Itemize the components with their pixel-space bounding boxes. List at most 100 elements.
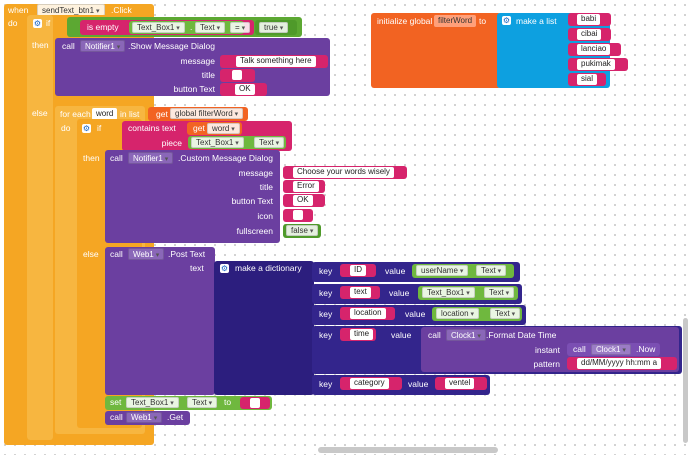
- do-keyword-2: do: [61, 123, 71, 133]
- value-component-dropdown[interactable]: Text_Box1: [422, 287, 475, 298]
- get-web-dropdown[interactable]: Web1: [126, 412, 163, 423]
- true-dropdown[interactable]: true: [259, 22, 289, 33]
- else-keyword-2: else: [83, 249, 99, 259]
- horizontal-scrollbar[interactable]: [318, 447, 498, 453]
- value-component-dropdown[interactable]: location: [436, 308, 480, 319]
- key-text-field[interactable]: ID: [350, 264, 366, 276]
- pair-value-label: value: [385, 266, 406, 276]
- for-each-keyword: for each: [60, 109, 91, 119]
- notifier-component-dropdown[interactable]: Notifier1: [80, 40, 126, 52]
- set-component-dropdown[interactable]: Text_Box1: [126, 397, 179, 408]
- title-text-field[interactable]: [232, 70, 242, 80]
- piece-property-dropdown[interactable]: Text: [254, 137, 285, 148]
- make-dictionary-block[interactable]: [214, 261, 314, 395]
- custom-button-field[interactable]: OK: [293, 194, 313, 206]
- list-item-field[interactable]: sial: [577, 73, 598, 85]
- custom-title-field[interactable]: Error: [293, 180, 319, 192]
- custom-notifier-dropdown[interactable]: Notifier1: [128, 152, 174, 164]
- call-keyword-2: call: [110, 153, 123, 163]
- is-empty-label: is empty: [87, 22, 119, 32]
- global-to-keyword: to: [479, 16, 487, 26]
- equals-operator-dropdown[interactable]: =: [230, 22, 251, 33]
- pair-key-label: key: [319, 288, 333, 298]
- list-item-field[interactable]: cibai: [577, 28, 602, 40]
- fullscreen-label: fullscreen: [236, 226, 273, 236]
- list-item-field[interactable]: babi: [577, 13, 601, 25]
- in-list-keyword: in list: [120, 109, 140, 119]
- button-text-param-label: button Text: [173, 84, 215, 94]
- custom-icon-label: icon: [257, 211, 273, 221]
- vertical-scrollbar[interactable]: [683, 318, 688, 443]
- pair-value-label: value: [408, 379, 429, 389]
- pair-value-label: value: [405, 309, 426, 319]
- mutator-gear-icon[interactable]: ⚙: [33, 19, 42, 28]
- call-keyword: call: [62, 41, 75, 51]
- title-param-label: title: [201, 70, 215, 80]
- value-property-dropdown[interactable]: Text: [484, 287, 515, 298]
- get-keyword-2: get: [193, 123, 205, 133]
- custom-message-dialog-block[interactable]: [105, 150, 280, 243]
- button-text-field[interactable]: OK: [235, 83, 255, 95]
- set-value-field[interactable]: [250, 398, 260, 408]
- now-method-name: .Now: [636, 344, 656, 354]
- key-text-field[interactable]: text: [350, 286, 371, 298]
- web-component-dropdown[interactable]: Web1: [128, 248, 165, 260]
- clock-component-dropdown[interactable]: Clock1: [446, 329, 486, 341]
- clock-call-keyword: call: [428, 330, 441, 340]
- value-component-dropdown[interactable]: userName: [416, 265, 469, 276]
- method-name: .Show Message Dialog: [128, 41, 215, 51]
- pattern-text-field[interactable]: dd/MM/yyyy hh:mm a: [577, 357, 662, 369]
- key-text-field[interactable]: location: [350, 307, 386, 319]
- dictionary-gear-icon[interactable]: ⚙: [220, 264, 229, 273]
- pair-key-label: key: [319, 266, 333, 276]
- pair-key-label: key: [319, 309, 333, 319]
- pair-value-label: value: [391, 330, 412, 340]
- if-keyword-2: if: [97, 123, 102, 133]
- contains-text-label: contains text: [128, 123, 176, 133]
- now-component-dropdown[interactable]: Clock1: [591, 343, 631, 355]
- initialize-global-label: initialize global: [377, 16, 433, 26]
- pair-key-label: key: [319, 330, 333, 340]
- then-keyword-2: then: [83, 153, 100, 163]
- else-keyword: else: [32, 108, 48, 118]
- post-method-name: .Post Text: [168, 249, 206, 259]
- event-name: .Click: [111, 5, 132, 15]
- piece-textbox-dropdown[interactable]: Text_Box1: [191, 137, 244, 148]
- text-param-label: text: [190, 263, 204, 273]
- message-text-field[interactable]: Talk something here: [236, 55, 316, 67]
- loop-variable-field[interactable]: word: [92, 108, 118, 120]
- global-name-field[interactable]: filterWord: [434, 15, 477, 27]
- value-property-dropdown[interactable]: Text: [476, 265, 507, 276]
- do-keyword: do: [8, 18, 18, 28]
- message-param-label: message: [180, 56, 216, 66]
- list-gear-icon[interactable]: ⚙: [502, 16, 511, 25]
- get-keyword: get: [156, 109, 168, 119]
- set-property-dropdown[interactable]: Text: [187, 397, 218, 408]
- format-method-name: .Format Date Time: [486, 330, 557, 340]
- custom-title-label: title: [259, 182, 273, 192]
- get-method-name: .Get: [167, 412, 184, 422]
- instant-label: instant: [534, 345, 560, 355]
- custom-icon-field[interactable]: [293, 210, 303, 220]
- list-item-field[interactable]: pukimak: [577, 58, 615, 70]
- set-keyword: set: [110, 397, 122, 407]
- dot-separator: .: [190, 22, 193, 32]
- make-dictionary-label: make a dictionary: [235, 263, 302, 273]
- custom-message-field[interactable]: Choose your words wisely: [293, 166, 394, 178]
- mutator-gear-icon-2[interactable]: ⚙: [82, 124, 91, 133]
- textbox-dropdown[interactable]: Text_Box1: [132, 22, 185, 33]
- property-dropdown[interactable]: Text: [195, 22, 226, 33]
- key-text-field[interactable]: category: [350, 377, 389, 389]
- list-item-field[interactable]: lanciao: [577, 43, 611, 55]
- if-keyword: if: [46, 18, 51, 28]
- value-property-dropdown[interactable]: Text: [490, 308, 521, 319]
- pair-value-label: value: [389, 288, 410, 298]
- piece-label: piece: [161, 138, 182, 148]
- get-call-keyword: call: [110, 412, 123, 422]
- global-var-dropdown[interactable]: global filterWord: [170, 108, 244, 119]
- key-text-field[interactable]: time: [350, 328, 374, 340]
- post-text-block[interactable]: [105, 247, 215, 395]
- word-dropdown[interactable]: word: [207, 123, 240, 134]
- fullscreen-dropdown[interactable]: false: [286, 225, 319, 236]
- value-text-field[interactable]: ventel: [445, 377, 475, 389]
